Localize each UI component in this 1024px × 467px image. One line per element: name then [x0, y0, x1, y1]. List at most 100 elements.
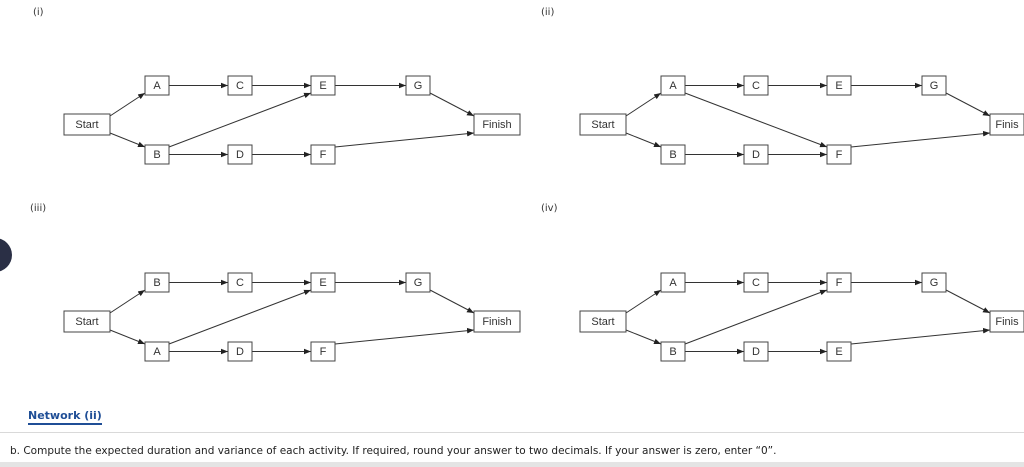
- edge-start-b: [625, 329, 662, 345]
- node-f: F: [826, 144, 852, 165]
- node-label-d: D: [752, 346, 760, 358]
- edge-b-e: [168, 289, 312, 345]
- node-label-finish: Finis: [995, 119, 1019, 131]
- node-label-c: C: [236, 277, 244, 289]
- node-label-c: C: [236, 80, 244, 92]
- node-label-g: G: [930, 277, 939, 289]
- node-label-e: F: [836, 277, 843, 289]
- node-label-d: D: [752, 149, 760, 161]
- node-finish: Finis: [989, 310, 1024, 333]
- node-label-d: D: [236, 149, 244, 161]
- node-d: D: [227, 341, 253, 362]
- node-g: G: [405, 272, 431, 293]
- network-diagram-i: Start A B C D E F G Finish: [63, 75, 521, 165]
- node-label-f: F: [320, 149, 327, 161]
- node-finish: Finish: [473, 113, 521, 136]
- node-label-g: G: [930, 80, 939, 92]
- divider: [0, 432, 1024, 433]
- side-tab-circle[interactable]: [0, 238, 12, 272]
- node-c: C: [743, 75, 769, 96]
- node-label-finish: Finis: [995, 316, 1019, 328]
- edge-f-finish: [334, 327, 475, 345]
- node-label-a: B: [153, 277, 160, 289]
- network-diagram-iii: Start B A C D E F G Finish: [63, 272, 521, 362]
- node-d: D: [227, 144, 253, 165]
- edge-g-finish: [429, 92, 475, 117]
- node-g: G: [921, 272, 947, 293]
- edge-a-f: [684, 92, 828, 148]
- node-label-b: B: [153, 149, 160, 161]
- node-finish: Finish: [473, 310, 521, 333]
- node-g: G: [405, 75, 431, 96]
- question-text: b. Compute the expected duration and var…: [10, 445, 777, 457]
- answer-link-network-ii[interactable]: Network (ii): [28, 409, 102, 425]
- node-label-start: Start: [591, 119, 614, 131]
- node-label-start: Start: [75, 316, 98, 328]
- edge-start-a: [109, 92, 146, 117]
- node-label-d: D: [236, 346, 244, 358]
- node-label-c: C: [752, 277, 760, 289]
- node-label-e: E: [319, 277, 326, 289]
- node-b: B: [660, 144, 686, 165]
- edge-b-e: [684, 289, 828, 345]
- edge-f-finish: [334, 130, 475, 148]
- node-b: B: [144, 144, 170, 165]
- node-label-finish: Finish: [482, 316, 511, 328]
- node-start: Start: [579, 310, 627, 333]
- node-label-f: F: [836, 149, 843, 161]
- edge-start-b: [109, 329, 146, 345]
- node-e: F: [826, 272, 852, 293]
- panel-label-i: (i): [33, 7, 44, 18]
- node-label-a: A: [669, 277, 677, 289]
- node-label-c: C: [752, 80, 760, 92]
- node-b: A: [144, 341, 170, 362]
- node-a: A: [660, 272, 686, 293]
- edge-start-b: [625, 132, 662, 148]
- node-finish: Finis: [989, 113, 1024, 136]
- node-e: E: [826, 75, 852, 96]
- node-a: A: [660, 75, 686, 96]
- edge-g-finish: [429, 289, 475, 314]
- node-c: C: [227, 272, 253, 293]
- node-label-e: E: [319, 80, 326, 92]
- node-f: F: [310, 341, 336, 362]
- edge-start-a: [625, 289, 662, 314]
- node-label-start: Start: [591, 316, 614, 328]
- node-start: Start: [63, 113, 111, 136]
- edge-g-finish: [945, 92, 991, 117]
- node-label-b: B: [669, 346, 676, 358]
- edge-start-a: [625, 92, 662, 117]
- node-label-a: A: [153, 80, 161, 92]
- node-label-g: G: [414, 80, 423, 92]
- node-label-finish: Finish: [482, 119, 511, 131]
- panel-label-ii: (ii): [541, 7, 555, 18]
- panel-label-iv: (iv): [541, 203, 558, 214]
- node-a: A: [144, 75, 170, 96]
- node-f: F: [310, 144, 336, 165]
- node-b: B: [660, 341, 686, 362]
- node-e: E: [310, 75, 336, 96]
- node-label-f: E: [835, 346, 842, 358]
- network-diagram-iv: Start A B C D F E G Finis: [579, 272, 1024, 362]
- node-c: C: [743, 272, 769, 293]
- network-diagram-ii: Start A B C D E F G Finis: [579, 75, 1024, 165]
- node-c: C: [227, 75, 253, 96]
- node-label-g: G: [414, 277, 423, 289]
- panel-label-iii: (iii): [30, 203, 47, 214]
- node-label-b: B: [669, 149, 676, 161]
- bottom-scroll-bar: [0, 462, 1024, 467]
- node-label-b: A: [153, 346, 161, 358]
- node-start: Start: [63, 310, 111, 333]
- node-g: G: [921, 75, 947, 96]
- node-a: B: [144, 272, 170, 293]
- edge-start-b: [109, 132, 146, 148]
- node-label-f: F: [320, 346, 327, 358]
- edge-b-e: [168, 92, 312, 148]
- edge-g-finish: [945, 289, 991, 314]
- edge-start-a: [109, 289, 146, 314]
- node-d: D: [743, 341, 769, 362]
- node-f: E: [826, 341, 852, 362]
- node-label-start: Start: [75, 119, 98, 131]
- node-label-e: E: [835, 80, 842, 92]
- node-start: Start: [579, 113, 627, 136]
